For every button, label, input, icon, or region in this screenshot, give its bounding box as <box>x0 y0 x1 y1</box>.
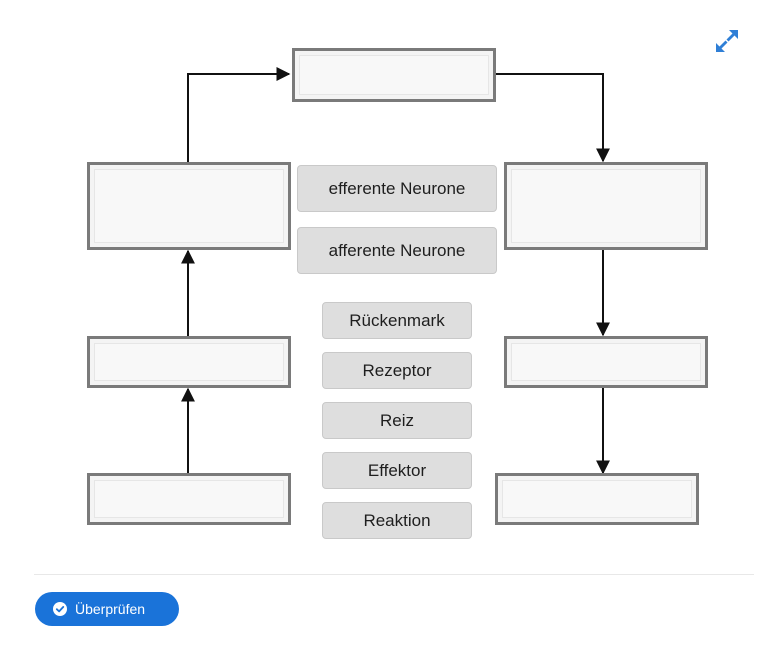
expand-arrows-icon[interactable] <box>716 30 738 52</box>
draggable-effektor[interactable]: Effektor <box>322 452 472 489</box>
draggable-afferente-neurone[interactable]: afferente Neurone <box>297 227 497 274</box>
dropzone-left-upper[interactable] <box>87 162 291 250</box>
dropzone-left-middle[interactable] <box>87 336 291 388</box>
dropzone-left-lower[interactable] <box>87 473 291 525</box>
arrow-top-to-right <box>496 73 610 163</box>
arrow-left-to-top <box>187 67 291 162</box>
check-circle-icon <box>53 602 67 616</box>
check-button[interactable]: Überprüfen <box>35 592 179 626</box>
draggable-rezeptor[interactable]: Rezeptor <box>322 352 472 389</box>
dropzone-right-middle[interactable] <box>504 336 708 388</box>
draggable-reaktion[interactable]: Reaktion <box>322 502 472 539</box>
draggable-rueckenmark[interactable]: Rückenmark <box>322 302 472 339</box>
draggable-efferente-neurone[interactable]: efferente Neurone <box>297 165 497 212</box>
dropzone-right-lower[interactable] <box>495 473 699 525</box>
dropzone-top[interactable] <box>292 48 496 102</box>
draggable-reiz[interactable]: Reiz <box>322 402 472 439</box>
dropzone-right-upper[interactable] <box>504 162 708 250</box>
footer-divider <box>34 574 754 575</box>
connector-arrows <box>181 67 610 475</box>
check-button-label: Überprüfen <box>75 601 146 617</box>
drag-drop-diagram: efferente Neurone afferente Neurone Rück… <box>87 30 738 539</box>
